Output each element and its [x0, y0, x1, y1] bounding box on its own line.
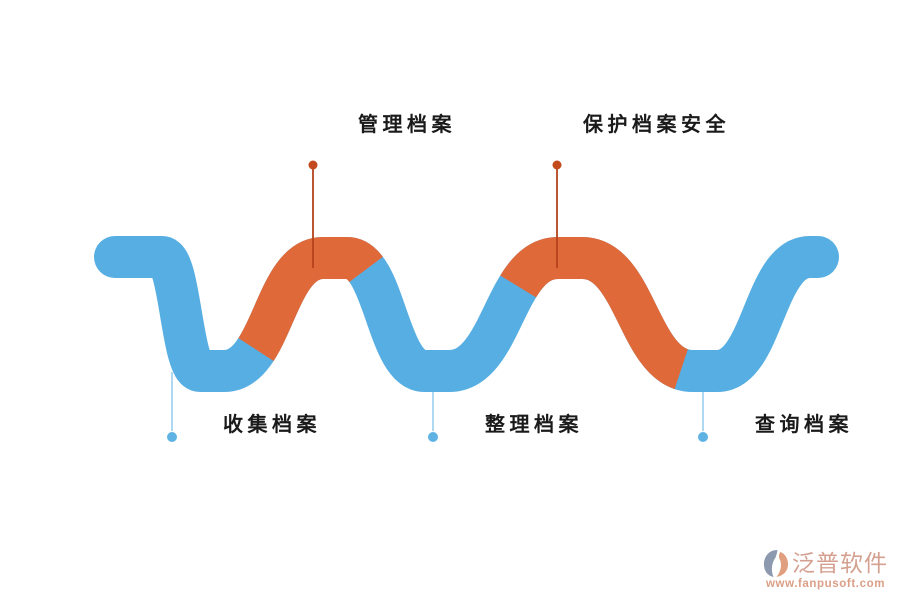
connector-dot-query	[698, 432, 708, 442]
watermark-brand: 泛普软件	[792, 549, 888, 576]
bottom-connector-dots	[167, 432, 708, 442]
fanpu-logo-icon	[763, 549, 789, 577]
watermark-url: www.fanpusoft.com	[766, 578, 886, 590]
connector-dot-collect	[167, 432, 177, 442]
step-label-protect: 保护档案安全	[583, 114, 730, 136]
step-label-manage: 管理档案	[358, 114, 456, 136]
step-label-collect: 收集档案	[223, 414, 321, 436]
wave-ribbon-blue	[94, 236, 839, 392]
top-connectors	[308, 160, 562, 268]
connector-dot-organize	[428, 432, 438, 442]
step-label-organize: 整理档案	[485, 414, 583, 436]
connector-dot-manage	[308, 160, 318, 170]
step-label-query: 查询档案	[755, 414, 853, 436]
bottom-connector-lines	[171, 372, 704, 431]
connector-dot-protect	[552, 160, 562, 170]
watermark: 泛普软件 www.fanpusoft.com	[762, 548, 900, 590]
